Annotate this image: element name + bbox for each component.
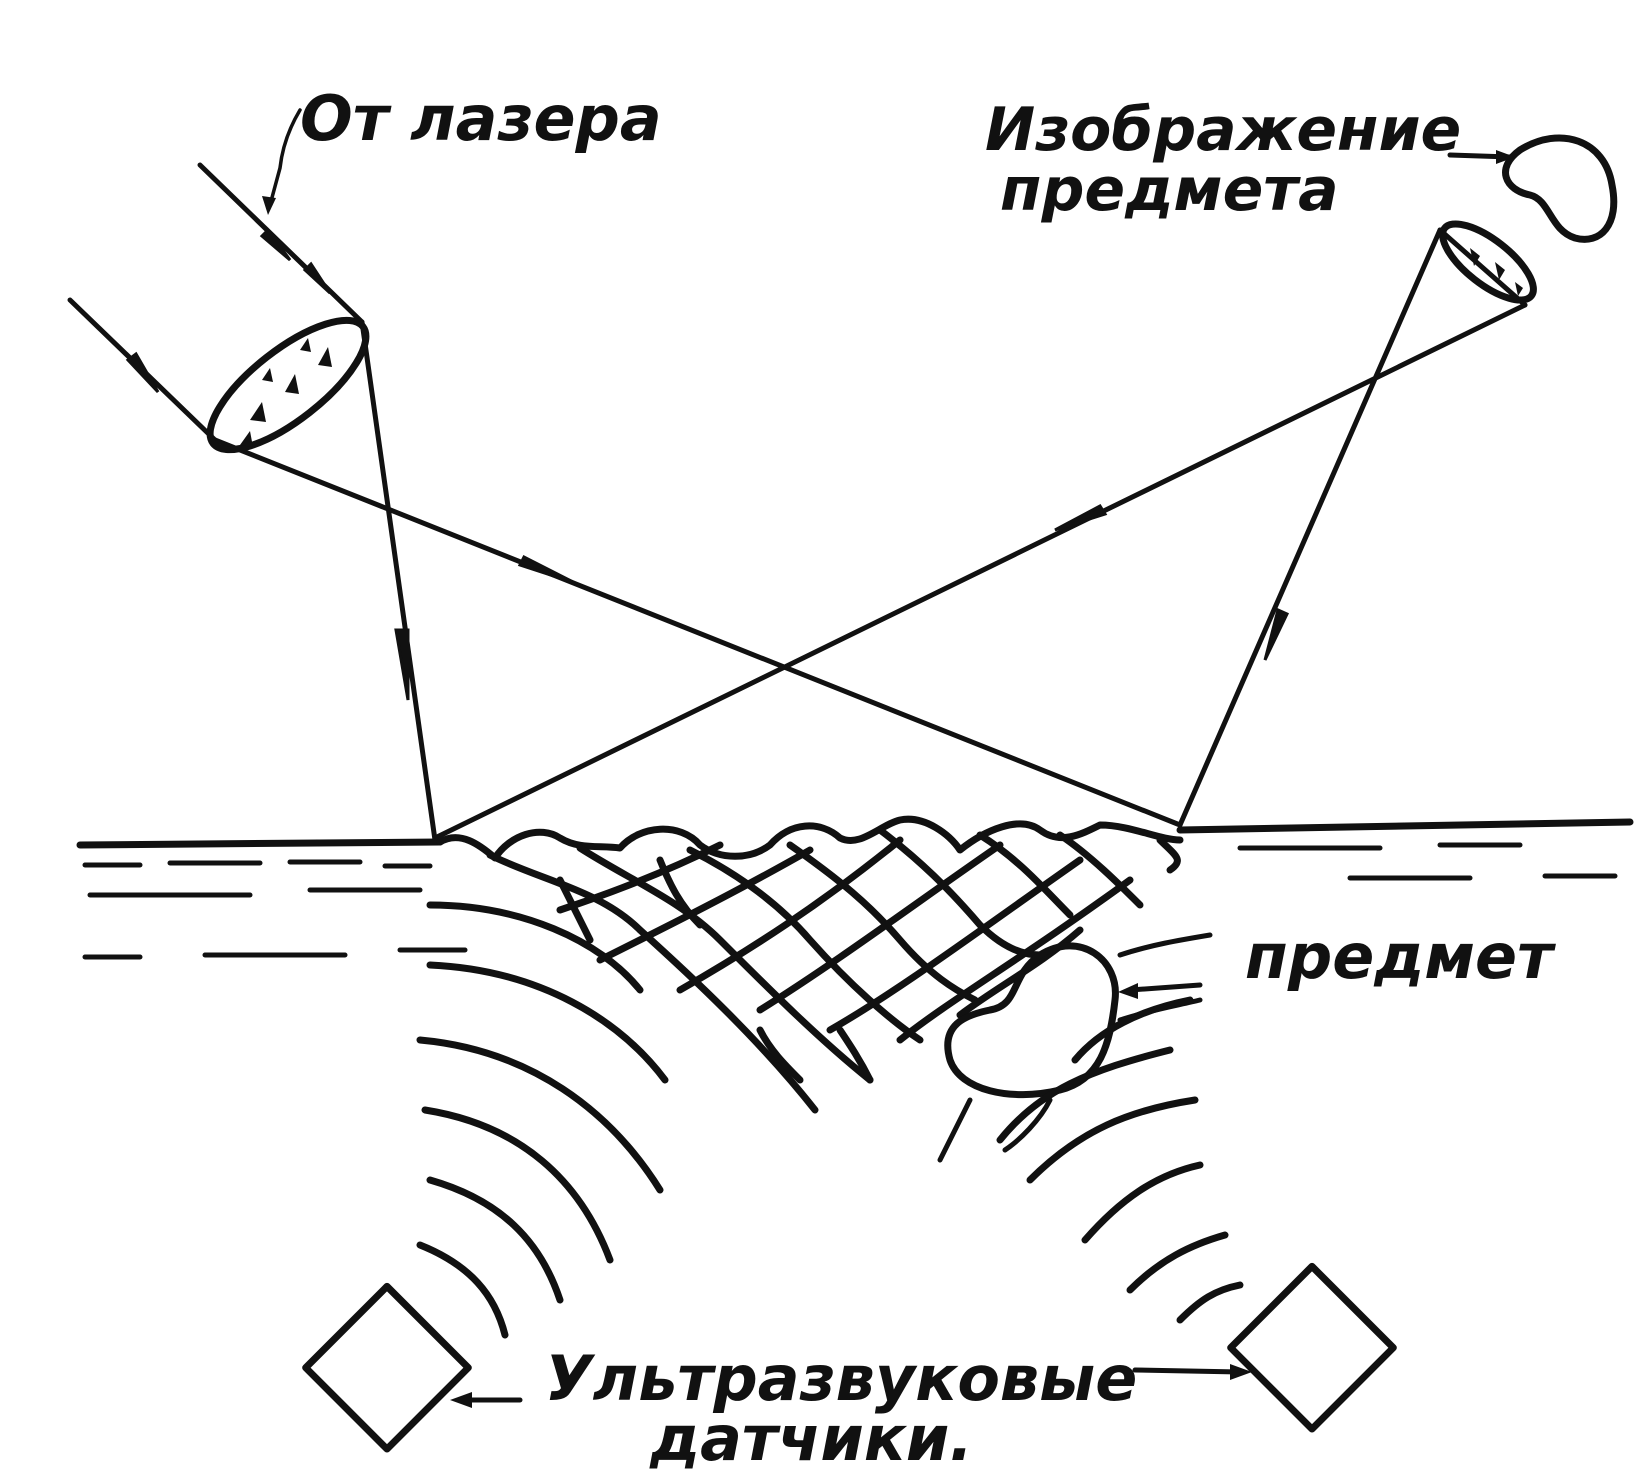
arrow-lower-beam [125, 351, 160, 394]
beam-eyepiece-edge [1437, 227, 1528, 308]
beam-reflected-left [432, 302, 1528, 841]
sensor-right-arrow-tip [1230, 1364, 1252, 1380]
image-label-arrow-tip [1496, 150, 1515, 164]
arrow-upper-beam-2 [302, 261, 332, 295]
eyepiece-outline [1439, 220, 1537, 304]
object-label-arrow-tip [1118, 983, 1138, 999]
object-label-arrow [1127, 982, 1203, 993]
water-surface [76, 818, 1634, 960]
laser-label-leader [268, 108, 302, 207]
label-image-line1: Изображение [985, 95, 1461, 165]
water-dashes [82, 842, 1618, 960]
ultrasound-waves-left [416, 901, 669, 1339]
beam-reference [212, 437, 1183, 828]
beam-from-laser-upper [197, 162, 365, 325]
ripple-end-curl [1156, 836, 1181, 874]
arrow-upper-beam [259, 227, 292, 262]
label-object: предмет [1245, 920, 1556, 993]
label-sensors-line2: датчики. [649, 1402, 973, 1475]
eyepiece-hatching [1470, 248, 1523, 296]
ripple-crest-line [436, 815, 1184, 862]
label-image-line2: предмета [1000, 155, 1339, 225]
beam-reflected-right [1177, 227, 1443, 828]
lens-hatching [240, 338, 332, 447]
arrow-reference-beam [517, 554, 576, 585]
ultrasound-sensor-left [302, 1282, 472, 1453]
arrow-reflected-left [1054, 504, 1108, 532]
laser-label-leader-tip [262, 196, 276, 215]
interference-mesh [486, 826, 1144, 1114]
arrow-down-beam [394, 628, 410, 701]
sensor-right-arrow [1132, 1367, 1243, 1375]
label-from-laser: От лазера [300, 82, 662, 155]
ultrasound-waves-right [996, 996, 1244, 1324]
eyepiece [1439, 220, 1537, 304]
beam-to-surface [359, 319, 438, 843]
beam-arrows [125, 227, 1290, 701]
laser-beams [67, 162, 1528, 843]
sensor-left-arrow-tip [450, 1392, 472, 1408]
lens-outline [206, 316, 370, 454]
arrow-reflected-right [1263, 607, 1290, 661]
surface-ripples [436, 815, 1184, 874]
label-sensors-line1: Ультразвуковые [545, 1342, 1137, 1415]
surface-line-right [1176, 818, 1634, 834]
object-image-shape [1502, 134, 1618, 243]
lens [206, 316, 370, 454]
submerged-object [944, 942, 1119, 1099]
ultrasound-sensor-right [1227, 1262, 1397, 1433]
surface-line-left [76, 838, 444, 849]
